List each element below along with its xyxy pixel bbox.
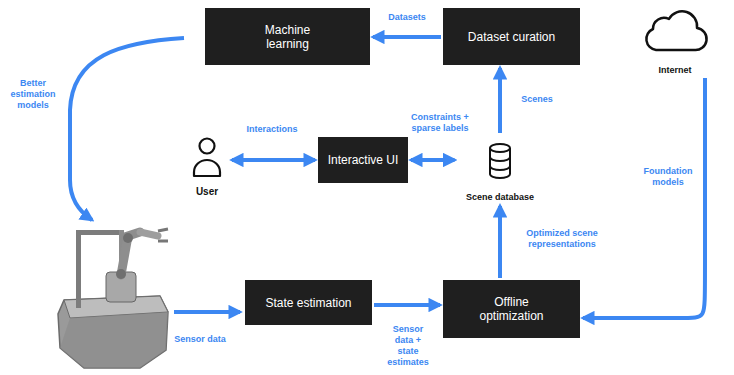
process-box: Dataset curation [443, 8, 580, 65]
process-box: Offline optimization [443, 280, 580, 338]
flow-arrow [373, 35, 441, 39]
node-text: Offline optimization [472, 295, 552, 323]
edge-label: Constraints + sparse labels [407, 112, 473, 134]
process-box: Machine learning [205, 8, 370, 65]
icon-node: Internet [638, 6, 712, 76]
node-text: Scene database [466, 192, 534, 203]
sensor-arrow [174, 310, 240, 314]
arrow-label: Better estimation models [9, 78, 57, 111]
process-box: State estimation [245, 280, 372, 325]
cloud-icon [646, 11, 706, 50]
flow-arrow [498, 206, 502, 278]
edge-label: Interactions [245, 124, 298, 135]
edge-label: Scenes [520, 94, 554, 105]
flow-arrow [411, 158, 455, 162]
user-icon [194, 139, 220, 177]
edge-label: Datasets [387, 12, 427, 23]
edge-label: Optimized scene representations [524, 228, 600, 250]
node-text: Dataset curation [468, 30, 555, 44]
node-text: Internet [658, 65, 691, 76]
process-box: Interactive UI [318, 137, 408, 183]
node-text: Machine learning [253, 23, 323, 51]
flow-arrow [232, 158, 315, 162]
flow-arrow [498, 68, 502, 133]
edge-label: Sensor data + state estimates [384, 324, 432, 368]
node-text: State estimation [265, 296, 351, 310]
flow-arrow [374, 303, 440, 307]
robot-illustration [58, 229, 168, 368]
database-icon [490, 144, 510, 178]
model-arrow [70, 38, 184, 220]
flow-arrow [583, 78, 705, 318]
node-text: User [196, 186, 218, 197]
edge-label: Foundation models [641, 166, 695, 188]
node-text: Interactive UI [328, 153, 399, 167]
icon-node: Scene database [458, 135, 543, 203]
icon-node: User [185, 133, 229, 197]
arrow-label: Sensor data [173, 334, 227, 345]
